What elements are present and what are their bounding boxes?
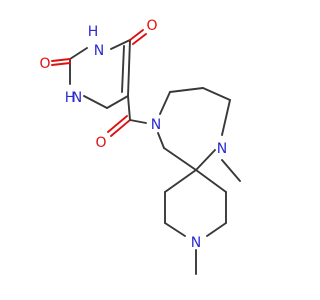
bond-n-ch2-a	[159, 91, 171, 115]
bond-c6-carbonyl	[127, 95, 131, 121]
bond-n-c-b	[206, 222, 227, 237]
atom-o2-label: O	[39, 56, 50, 72]
bond-c-spiro-b	[195, 169, 227, 193]
molecule-structure-diagram: H N O O N H O N N N	[39, 18, 241, 275]
atom-o4-label: O	[146, 18, 157, 34]
atom-amide-o-label: O	[95, 135, 106, 151]
atom-piperidine-n-label: N	[191, 235, 201, 251]
bond-ch2-n-amide	[157, 132, 165, 149]
amide-linkage	[107, 95, 147, 137]
pyrimidinedione-ring	[51, 29, 147, 109]
bond-c5-c4	[127, 39, 131, 97]
bond-c-n-a	[164, 222, 186, 237]
bond-c6-c5	[106, 95, 129, 109]
atom-amide-n-label: N	[151, 117, 161, 133]
bond-c4-o4-b	[132, 33, 147, 45]
atom-labels: H N O O N H O N N N	[39, 18, 227, 251]
bond-spiro-ch2	[163, 147, 197, 171]
bond-carbonyl-n	[129, 119, 147, 124]
bond-ch2-n-methyl	[221, 99, 231, 136]
bond-n-methyl	[221, 159, 241, 182]
atom-n1-label: N	[72, 90, 82, 106]
atom-n3-h-label: H	[88, 24, 99, 40]
bond-c5-c4-double	[121, 45, 125, 93]
bond-spiro-c-a	[164, 169, 197, 193]
bond-c2-o2-b	[51, 62, 71, 66]
atom-n1-h-label: H	[65, 90, 76, 106]
bond-ch2-ch2-b	[202, 87, 231, 101]
bond-c2-o2-a	[51, 58, 71, 62]
piperidine-ring	[164, 169, 227, 275]
atom-n3-label: N	[94, 43, 104, 59]
bond-c4-o4-a	[129, 29, 144, 41]
diazepane-ring	[157, 87, 241, 182]
bond-c4-n3	[110, 39, 131, 50]
bond-n3-c2	[69, 47, 88, 60]
bond-n-spiro	[195, 149, 216, 171]
bond-ch2-ch2-a	[169, 87, 204, 93]
bond-carbonyl-o-a	[110, 119, 131, 137]
bond-n1-c6	[83, 95, 108, 109]
bond-carbonyl-o-b	[107, 115, 128, 133]
atom-diazepane-n-label: N	[217, 141, 227, 157]
